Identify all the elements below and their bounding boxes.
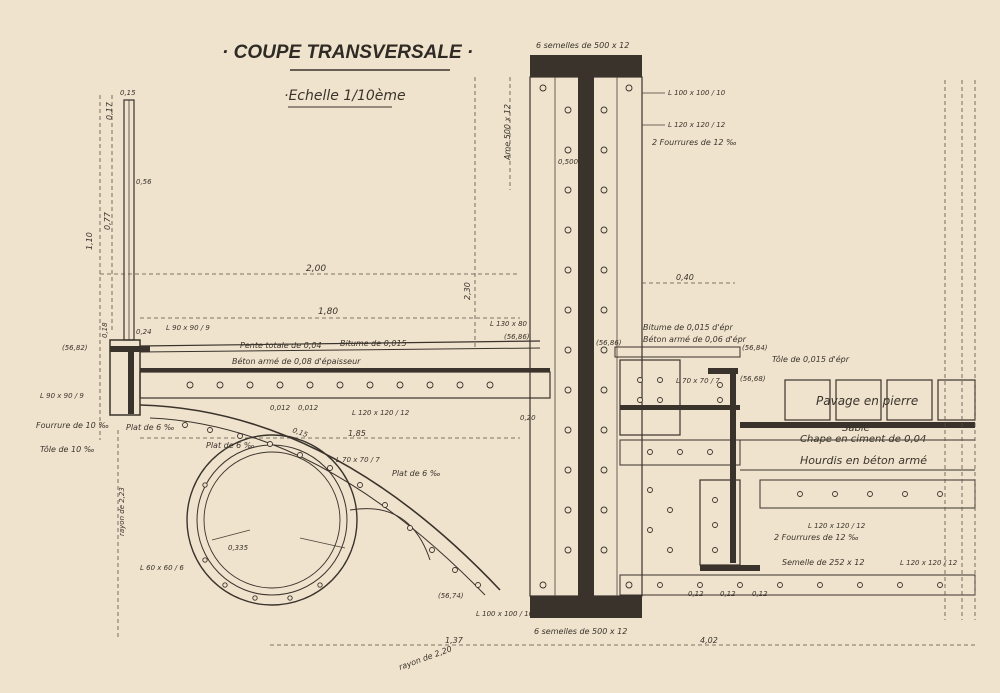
angle-70-label: L 70 x 70 / 7 <box>336 456 380 464</box>
bitume-right-label: Bitume de 0,015 d'épr <box>643 322 733 332</box>
dim-012-d: 0,12 <box>720 590 736 598</box>
beton-left-label: Béton armé de 0,08 d'épaisseur <box>232 356 361 366</box>
angle-90-label: L 90 x 90 / 9 <box>166 324 210 332</box>
fourrure-left-label: Fourrure de 10 ‰ <box>36 421 109 430</box>
dim-200: 2,00 <box>306 264 326 274</box>
dim-0335: 0,335 <box>228 544 249 552</box>
paving-stones <box>784 379 976 421</box>
bracket-rivets <box>182 422 481 601</box>
level-5686b: (56,86) <box>596 339 622 347</box>
dim-137: 1,37 <box>445 636 464 645</box>
angle-120-br-label: L 120 x 120 / 12 <box>900 559 958 567</box>
dim-040: 0,40 <box>676 273 694 282</box>
drawing-title: · COUPE TRANSVERSALE · <box>222 42 473 63</box>
dim-500: 0,500 <box>558 158 579 166</box>
right-rivets <box>637 377 943 588</box>
rayon-223-label: rayon de 2,23 <box>118 487 126 536</box>
chape-label: Chape en ciment de 0,04 <box>800 434 926 445</box>
main-girder <box>529 55 643 618</box>
bitume-left-label: Bitume de 0,015 <box>340 339 407 348</box>
dim-180: 1,80 <box>318 307 338 317</box>
angle-130-label: L 130 x 80 <box>490 320 528 328</box>
tole-left-label: Tôle de 10 ‰ <box>40 444 95 454</box>
fourrures-top-label: 2 Fourrures de 12 ‰ <box>652 138 737 147</box>
plat-6-b-label: Plat de 6 ‰ <box>392 469 441 478</box>
fourrures-bottom-label: 2 Fourrures de 12 ‰ <box>774 533 859 542</box>
deck-rivets <box>186 381 494 389</box>
dim-402: 4,02 <box>700 636 718 645</box>
angle-100-b-label: L 100 x 100 / 10 <box>476 610 534 618</box>
level-5684: (56,84) <box>742 344 768 352</box>
angle-70-right: L 70 x 70 / 7 <box>676 377 720 385</box>
girder-rivets <box>539 84 633 589</box>
dim-056: 0,56 <box>136 178 152 186</box>
plat-62-label: Plat de 6 ‰ <box>126 423 175 432</box>
hourdis-label: Hourdis en béton armé <box>800 454 927 467</box>
dim-230: 2,30 <box>463 282 472 300</box>
pavage-label: Pavage en pierre <box>816 394 918 408</box>
left-deck <box>139 340 551 399</box>
angle-100-label: L 100 x 100 / 10 <box>668 89 726 97</box>
angle-90-left: L 90 x 90 / 9 <box>40 392 84 400</box>
semelles-top-label: 6 semelles de 500 x 12 <box>536 41 629 50</box>
dim-012-c: 0,12 <box>688 590 704 598</box>
tole-right-label: Tôle de 0,015 d'épr <box>772 354 850 364</box>
level-5686: (56,86) <box>504 333 530 341</box>
ame-label: Ame 500 x 12 <box>503 104 512 161</box>
level-5668: (56,68) <box>740 375 766 383</box>
sable-label: Sable <box>842 423 870 434</box>
level-5682: (56,82) <box>62 344 88 352</box>
semelle-252-label: Semelle de 252 x 12 <box>782 558 864 567</box>
dim-012-b: 0,012 <box>298 404 319 412</box>
dim-018: 0,18 <box>101 322 109 338</box>
left-dimensions <box>99 95 520 640</box>
level-5674: (56,74) <box>438 592 464 600</box>
pente-label: Pente totale de 0,04 <box>240 341 322 350</box>
dim-077: 0,77 <box>103 211 112 230</box>
dim-017: 0,17 <box>105 101 114 120</box>
rayon-220-label: rayon de 2,20 <box>398 644 454 672</box>
parapet-post <box>109 99 150 416</box>
dim-012-e: 0,12 <box>752 590 768 598</box>
angle-120-top-label: L 120 x 120 / 12 <box>668 121 726 129</box>
angle-60-label: L 60 x 60 / 6 <box>140 564 184 572</box>
angle-120-bottom-label: L 120 x 120 / 12 <box>808 522 866 530</box>
console-bracket <box>139 404 501 606</box>
dim-110: 1,10 <box>85 232 94 250</box>
drawing-scale: ·Echelle 1/10ème <box>284 88 406 104</box>
dim-020: 0,20 <box>520 414 536 422</box>
dim-015: 0,15 <box>120 89 136 97</box>
dim-012-a: 0,012 <box>270 404 291 412</box>
semelles-bottom-label: 6 semelles de 500 x 12 <box>534 627 627 636</box>
angle-120-mid: L 120 x 120 / 12 <box>352 409 410 417</box>
dim-024: 0,24 <box>136 328 152 336</box>
dim-185: 1,85 <box>348 429 366 438</box>
beton-right-label: Béton armé de 0,06 d'épr <box>643 334 747 344</box>
